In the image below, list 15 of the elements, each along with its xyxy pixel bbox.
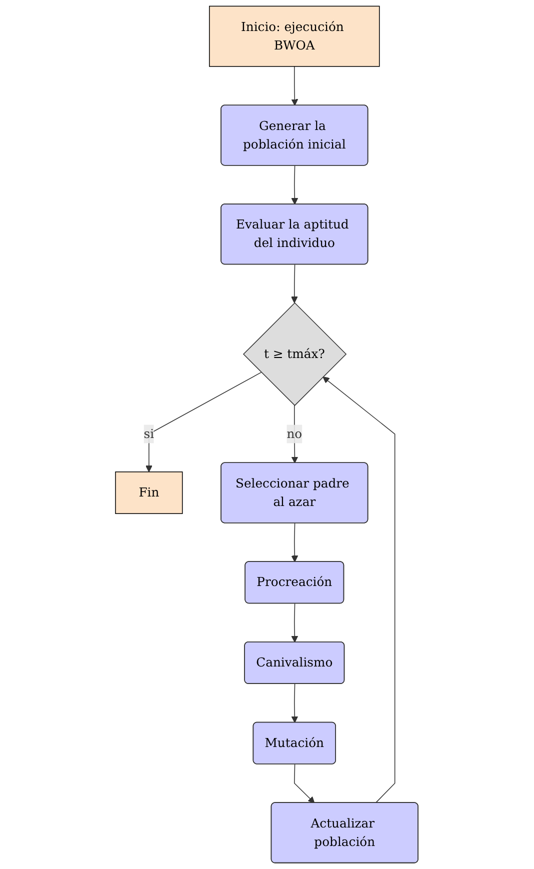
edge-label: no: [286, 426, 302, 441]
arrow: [146, 372, 262, 472]
node-diamond: t ≥ tmáx?: [243, 302, 347, 406]
node-box: Inicio: ejecución BWOA: [209, 6, 380, 67]
arrow: [291, 264, 298, 304]
arrow: [292, 522, 298, 562]
node-box: Fin: [115, 471, 183, 514]
arrow: [292, 66, 298, 106]
edge-label: si: [144, 426, 154, 441]
arrow: [322, 376, 396, 804]
arrow: [292, 405, 298, 464]
arrow: [294, 764, 315, 804]
arrow: [292, 603, 298, 643]
arrow: [292, 684, 298, 723]
arrow: [292, 165, 298, 205]
